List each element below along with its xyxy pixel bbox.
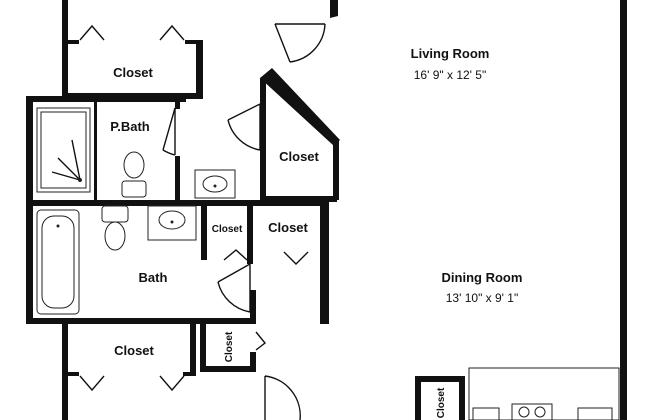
label-closet-mid-right: Closet: [268, 220, 308, 235]
label-closet-small-bottom: Closet: [224, 331, 235, 362]
walls: [26, 0, 627, 420]
living-room-dimensions: 16' 9" x 12' 5": [414, 68, 486, 82]
label-dining-room: Dining Room: [442, 270, 523, 285]
labels: Closet Living Room 16' 9" x 12' 5" P.Bat…: [110, 46, 522, 418]
label-closet-bottom-right: Closet: [436, 387, 447, 418]
details: [36, 23, 620, 420]
label-closet-top-left: Closet: [113, 65, 153, 80]
label-living-room: Living Room: [411, 46, 490, 61]
dining-room-dimensions: 13' 10" x 9' 1": [446, 291, 518, 305]
label-closet-bottom-left: Closet: [114, 343, 154, 358]
label-closet-center: Closet: [279, 149, 319, 164]
label-bath: Bath: [139, 270, 168, 285]
label-closet-small-mid: Closet: [212, 224, 243, 235]
label-p-bath: P.Bath: [110, 119, 150, 134]
